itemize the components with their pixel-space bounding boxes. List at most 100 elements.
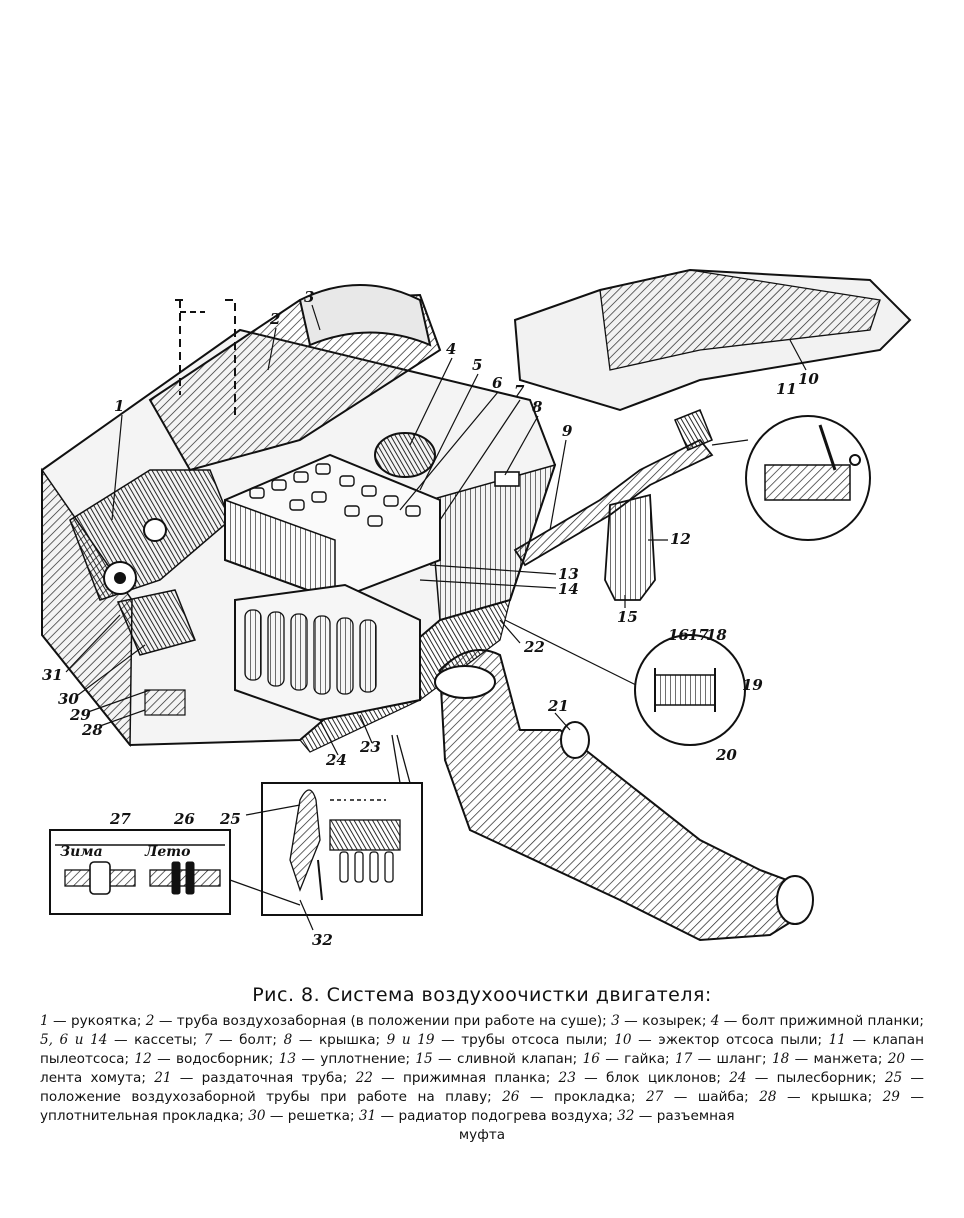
- callout-7: 7: [514, 382, 525, 400]
- cover-hatch: [374, 432, 520, 487]
- callout-5: 5: [472, 356, 482, 374]
- legend-number: 30: [248, 1108, 266, 1124]
- callout-11: 11: [776, 380, 797, 398]
- callout-32: 32: [312, 931, 333, 949]
- legend-text: — шланг;: [692, 1051, 772, 1067]
- callout-labels: 1 2 3 4 5 6 7 8 9 10 11 12 13 14 15 16 1…: [42, 288, 819, 949]
- callout-12: 12: [670, 530, 691, 548]
- legend-number: 12: [134, 1051, 152, 1067]
- callout-30: 30: [58, 690, 79, 708]
- legend-number: 9 и 19: [386, 1032, 435, 1048]
- inset-washer-gasket: Зима Лето: [49, 829, 301, 915]
- caption-legend-tail: муфта: [458, 1127, 506, 1143]
- callout-18: 18: [706, 626, 727, 644]
- legend-number: 25: [884, 1070, 903, 1086]
- legend-number: 11: [828, 1032, 846, 1048]
- callout-16: 16: [668, 626, 689, 644]
- callout-24: 24: [325, 751, 347, 769]
- legend-number: 22: [355, 1070, 373, 1086]
- legend-number: 29: [882, 1089, 900, 1105]
- legend-text: — крышка;: [292, 1032, 387, 1048]
- legend-number: 15: [415, 1051, 433, 1067]
- legend-number: 1: [40, 1013, 49, 1029]
- radiator-grille: [116, 589, 197, 716]
- caption-title: Рис. 8. Система воздухоочистки двигателя…: [252, 984, 712, 1006]
- legend-number: 10: [614, 1032, 632, 1048]
- water-collector: [604, 493, 656, 601]
- legend-number: 7: [203, 1032, 213, 1048]
- cyclone-block: [234, 583, 421, 722]
- legend-text: — прокладка;: [519, 1089, 647, 1105]
- legend-text: — шайба;: [663, 1089, 760, 1105]
- callout-13: 13: [558, 565, 579, 583]
- callout-leaders: [65, 304, 807, 931]
- legend-text: — болт прижимной планки;: [719, 1013, 924, 1029]
- callout-14: 14: [558, 580, 579, 598]
- legend-number: 20: [887, 1051, 906, 1067]
- inset-valve-11: [711, 415, 871, 541]
- callout-10: 10: [798, 370, 819, 388]
- callout-17: 17: [688, 626, 709, 644]
- legend-number: 27: [646, 1089, 664, 1105]
- inset-summer-label: Лето: [144, 844, 190, 860]
- legend-number: 3: [611, 1013, 620, 1029]
- callout-21: 21: [547, 697, 569, 715]
- callout-19: 19: [742, 676, 763, 694]
- legend-number: 16: [582, 1051, 600, 1067]
- caption-legend: 1 — рукоятка; 2 — труба воздухозаборная …: [40, 1012, 924, 1126]
- legend-number: 8: [283, 1032, 293, 1048]
- callout-8: 8: [532, 398, 543, 416]
- legend-text: — гайка;: [599, 1051, 675, 1067]
- legend-text: — болт;: [212, 1032, 284, 1048]
- air-intake-pipe: [148, 284, 442, 472]
- legend-text: — трубы отсоса пыли;: [434, 1032, 615, 1048]
- legend-text: — труба воздухозаборная (в положении при…: [154, 1013, 612, 1029]
- callout-4: 4: [446, 340, 456, 358]
- callout-25: 25: [219, 810, 241, 828]
- legend-text: — рукоятка;: [48, 1013, 146, 1029]
- dust-suction-pipe: [513, 438, 714, 567]
- legend-text: — эжектор отсоса пыли;: [631, 1032, 829, 1048]
- callout-9: 9: [562, 422, 573, 440]
- legend-number: 24: [729, 1070, 747, 1086]
- engine-air-cleaner-diagram: Зима Лето 1 2 3 4 5 6 7: [41, 268, 912, 949]
- legend-number: 2: [145, 1013, 155, 1029]
- callout-31: 31: [42, 666, 63, 684]
- callout-3: 3: [304, 288, 314, 306]
- callout-29: 29: [69, 706, 91, 724]
- legend-text: — лента хомута;: [40, 1051, 925, 1086]
- legend-number: 5, 6 и 14: [40, 1032, 108, 1048]
- inset-hose-clamp: [504, 619, 746, 746]
- legend-text: — сливной клапан;: [432, 1051, 583, 1067]
- legend-number: 21: [154, 1070, 172, 1086]
- legend-number: 32: [617, 1108, 635, 1124]
- legend-text: — прижимная планка;: [372, 1070, 559, 1086]
- legend-text: — радиатор подогрева воздуха;: [376, 1108, 618, 1124]
- legend-number: 17: [674, 1051, 693, 1067]
- inset-floating-position: [261, 734, 423, 916]
- legend-number: 18: [771, 1051, 790, 1067]
- legend-text: — блок циклонов;: [575, 1070, 730, 1086]
- legend-text: — козырек;: [619, 1013, 711, 1029]
- callout-15: 15: [617, 608, 638, 626]
- legend-text: — пылесборник;: [746, 1070, 885, 1086]
- legend-text: — клапан пылеотсоса;: [40, 1032, 925, 1067]
- legend-number: 28: [759, 1089, 777, 1105]
- callout-26: 26: [173, 810, 195, 828]
- legend-text: — уплотнение;: [296, 1051, 416, 1067]
- legend-text: — положение воздухозаборной трубы при ра…: [40, 1070, 925, 1105]
- legend-text: — манжета;: [789, 1051, 888, 1067]
- filter-cassettes: [224, 453, 441, 602]
- legend-text: — крышка;: [776, 1089, 883, 1105]
- legend-text: — разъемная: [634, 1108, 735, 1124]
- callout-27: 27: [109, 810, 131, 828]
- legend-text: — кассеты;: [107, 1032, 204, 1048]
- callout-2: 2: [269, 310, 280, 328]
- figure-caption: Рис. 8. Система воздухоочистки двигателя…: [40, 984, 924, 1145]
- callout-28: 28: [81, 721, 103, 739]
- callout-6: 6: [492, 374, 503, 392]
- callout-20: 20: [715, 746, 737, 764]
- inset-winter-label: Зима: [60, 844, 103, 860]
- legend-number: 4: [710, 1013, 720, 1029]
- dust-ejector: [513, 268, 912, 451]
